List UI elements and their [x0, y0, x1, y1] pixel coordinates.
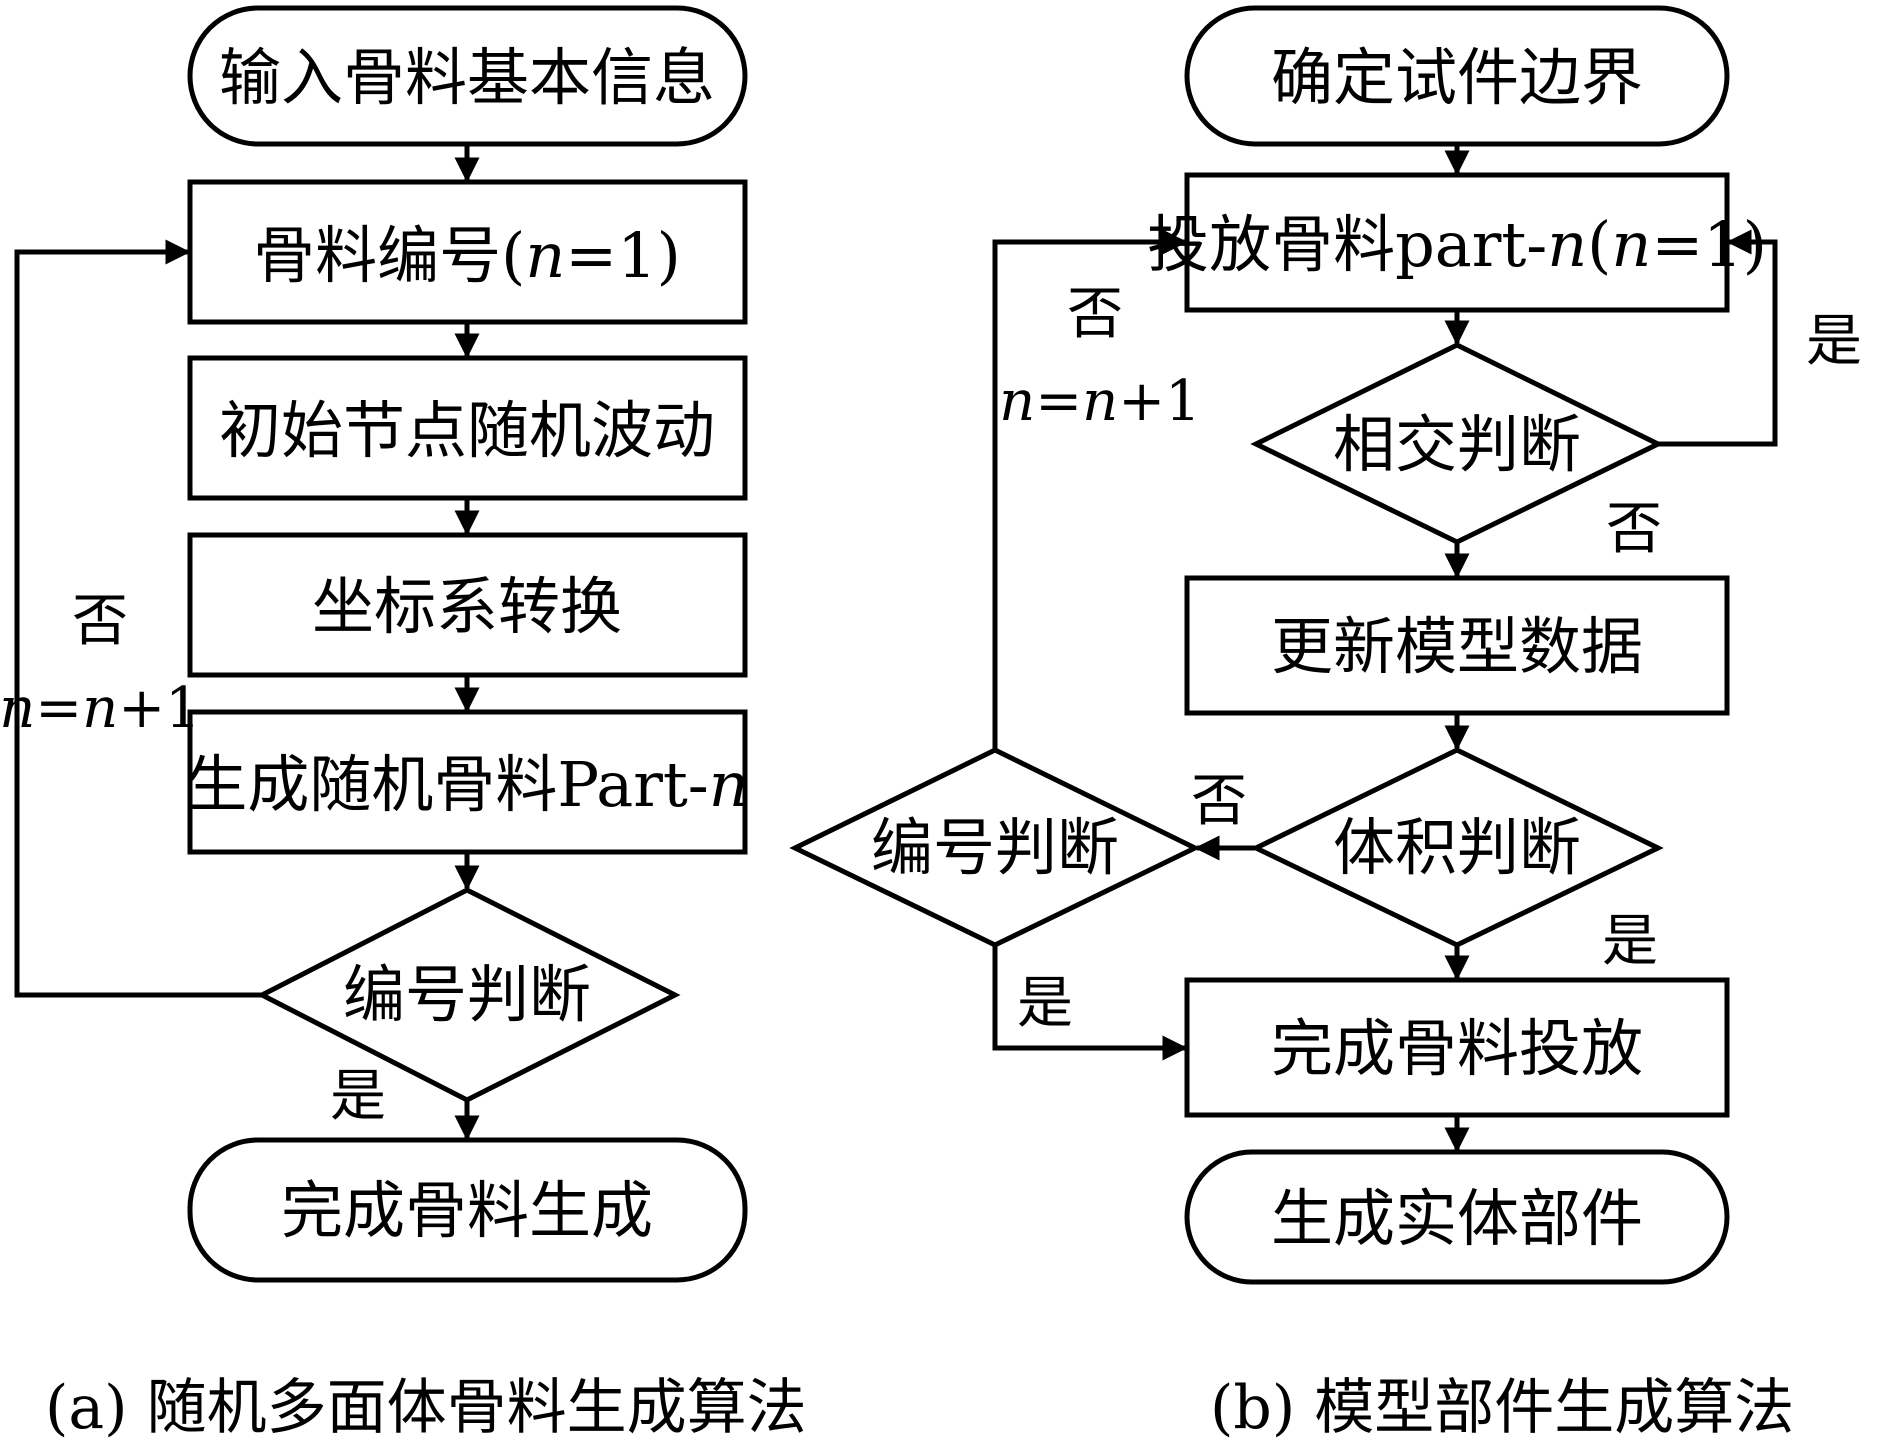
- arrow-a-loop: [14, 239, 262, 998]
- label-a-yes: 是: [330, 1064, 386, 1129]
- node-place-part-label: 投放骨料part-n(n=1): [1147, 208, 1767, 281]
- node-generate-solid: 生成实体部件: [1184, 1149, 1730, 1285]
- node-finish-generate: 完成骨料生成: [187, 1137, 748, 1283]
- node-update-data: 更新模型数据: [1184, 575, 1730, 716]
- node-intersect-check: 相交判断: [1250, 342, 1664, 545]
- arrow-b-number-no: [992, 229, 1188, 750]
- label-b-yes-volume: 是: [1602, 909, 1658, 974]
- node-boundary-label: 确定试件边界: [1271, 41, 1643, 114]
- label-b-no-loop: 否: [1067, 282, 1123, 347]
- node-number-check-b: 编号判断: [789, 747, 1201, 948]
- label-b-increment: n=n+1: [999, 369, 1201, 434]
- label-b-yes-number: 是: [1017, 971, 1073, 1036]
- node-aggregate-numbering: 骨料编号(n=1): [187, 179, 748, 325]
- node-generate-part: 生成随机骨料Part-n: [185, 709, 749, 855]
- node-place-part: 投放骨料part-n(n=1): [1147, 172, 1767, 313]
- node-input-info: 输入骨料基本信息: [187, 5, 748, 147]
- arrow-b-number-yes: [992, 945, 1188, 1061]
- node-boundary: 确定试件边界: [1184, 5, 1730, 147]
- node-number-check-a: 编号判断: [256, 887, 681, 1103]
- node-intersect-check-label: 相交判断: [1333, 408, 1581, 481]
- node-finish-place-label: 完成骨料投放: [1271, 1012, 1643, 1085]
- node-finish-generate-label: 完成骨料生成: [281, 1174, 653, 1247]
- label-b-no-intersect: 否: [1606, 497, 1662, 562]
- node-volume-check: 体积判断: [1250, 747, 1664, 948]
- label-b-no-volume: 否: [1191, 769, 1247, 834]
- node-finish-place: 完成骨料投放: [1184, 977, 1730, 1118]
- arrow-b-intersect-yes: [1658, 229, 1778, 447]
- panel-a: 输入骨料基本信息 骨料编号(n=1) 初始节点随机波动 坐标系转换 生成随机骨料…: [0, 5, 807, 1443]
- node-node-perturb-label: 初始节点随机波动: [219, 394, 715, 467]
- node-input-info-label: 输入骨料基本信息: [219, 41, 715, 114]
- node-generate-solid-label: 生成实体部件: [1271, 1182, 1643, 1255]
- label-a-no: 否: [72, 589, 128, 654]
- node-update-data-label: 更新模型数据: [1271, 610, 1643, 683]
- node-number-check-a-label: 编号判断: [343, 958, 591, 1031]
- node-coord-transform: 坐标系转换: [187, 532, 748, 678]
- label-b-yes-intersect: 是: [1806, 309, 1862, 374]
- label-a-increment: n=n+1: [0, 676, 201, 741]
- node-generate-part-label: 生成随机骨料Part-n: [185, 748, 748, 821]
- node-aggregate-numbering-label: 骨料编号(n=1): [253, 219, 681, 292]
- node-node-perturb: 初始节点随机波动: [187, 355, 748, 501]
- node-number-check-b-label: 编号判断: [871, 811, 1119, 884]
- node-volume-check-label: 体积判断: [1333, 811, 1581, 884]
- panel-b: 确定试件边界 投放骨料part-n(n=1) 相交判断 更新模型数据 体积判断 …: [789, 5, 1862, 1443]
- caption-b: (b) 模型部件生成算法: [1210, 1373, 1794, 1443]
- node-coord-transform-label: 坐标系转换: [312, 570, 622, 643]
- caption-a: (a) 随机多面体骨料生成算法: [45, 1373, 807, 1443]
